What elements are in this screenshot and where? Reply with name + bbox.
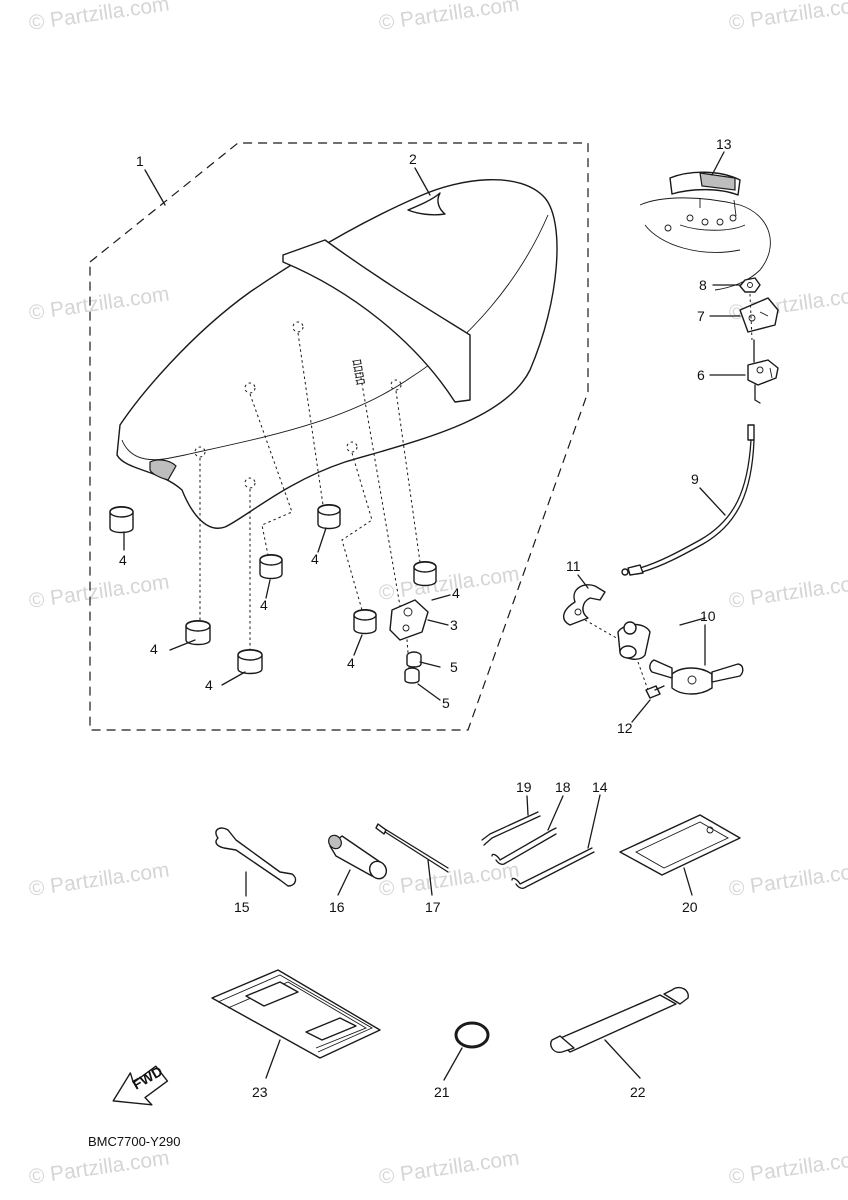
watermark: © Partzilla.com	[27, 1146, 170, 1188]
damper[interactable]	[259, 554, 283, 580]
callout-6: 6	[697, 367, 705, 383]
callout-14: 14	[592, 779, 608, 795]
callout-5: 5	[450, 659, 458, 675]
callout-8: 8	[699, 277, 707, 293]
callout-5: 5	[442, 695, 450, 711]
diagram-code: BMC7700-Y290	[88, 1134, 181, 1149]
callout-19: 19	[516, 779, 532, 795]
damper[interactable]	[413, 561, 437, 587]
leader-lines	[123, 151, 746, 1081]
tool-bag[interactable]	[619, 814, 741, 876]
seat-lock-cable[interactable]	[621, 424, 755, 576]
owners-manual[interactable]	[211, 969, 381, 1059]
damper[interactable]	[185, 620, 211, 646]
callout-4: 4	[150, 641, 158, 657]
callout-16: 16	[329, 899, 345, 915]
plate[interactable]	[739, 297, 779, 333]
hex-wrench[interactable]	[481, 811, 541, 846]
watermark: © Partzilla.com	[27, 282, 170, 324]
callout-11: 11	[566, 558, 581, 574]
callout-22: 22	[630, 1084, 646, 1100]
collar[interactable]	[404, 667, 420, 684]
seat-assembly-boundary	[89, 142, 589, 731]
hex-wrench[interactable]	[491, 827, 557, 865]
watermark: © Partzilla.com	[377, 0, 520, 35]
callouts: 1 2 3 4 4 4 4 4 4 4 5 5 6 7 8 9 10 11 12…	[119, 136, 732, 1100]
damper[interactable]	[109, 506, 134, 534]
screwdriver-handle[interactable]	[326, 833, 390, 882]
watermark: © Partzilla.com	[377, 858, 520, 900]
callout-15: 15	[234, 899, 250, 915]
callout-17: 17	[425, 899, 441, 915]
callout-12: 12	[617, 720, 633, 736]
svg-text:ﾛﾛﾛﾛ: ﾛﾛﾛﾛ	[349, 358, 368, 386]
damper[interactable]	[237, 649, 263, 675]
callout-4: 4	[347, 655, 355, 671]
callout-10: 10	[700, 608, 716, 624]
damper[interactable]	[317, 504, 341, 530]
seat-lock-catch[interactable]	[639, 171, 771, 291]
collar[interactable]	[406, 651, 422, 668]
callout-4: 4	[205, 677, 213, 693]
o-ring[interactable]	[454, 1021, 490, 1049]
callout-3: 3	[450, 617, 458, 633]
watermark: © Partzilla.com	[727, 570, 848, 612]
callout-1: 1	[136, 153, 144, 169]
watermark: © Partzilla.com	[377, 562, 520, 604]
callout-4: 4	[452, 585, 460, 601]
fwd-arrow: FWD	[112, 1063, 169, 1106]
callout-4: 4	[260, 597, 268, 613]
callout-9: 9	[691, 471, 699, 487]
seat-lock-stay[interactable]	[563, 584, 606, 626]
main-switch-key-set[interactable]	[617, 621, 744, 695]
watermark: © Partzilla.com	[27, 0, 170, 35]
watermark: © Partzilla.com	[727, 1146, 848, 1188]
screwdriver-bit[interactable]	[375, 823, 449, 873]
callout-18: 18	[555, 779, 571, 795]
callout-4: 4	[311, 551, 319, 567]
wrench[interactable]	[215, 827, 297, 887]
band[interactable]	[550, 986, 689, 1054]
seat[interactable]: ﾛﾛﾛﾛ	[116, 179, 558, 529]
nut[interactable]	[739, 277, 761, 293]
callout-7: 7	[697, 308, 705, 324]
seat-mount-holes	[194, 321, 402, 489]
callout-23: 23	[252, 1084, 268, 1100]
watermark: © Partzilla.com	[727, 0, 848, 35]
screw[interactable]	[645, 685, 665, 699]
damper[interactable]	[353, 609, 377, 635]
callout-21: 21	[434, 1084, 450, 1100]
watermark: © Partzilla.com	[27, 570, 170, 612]
watermark: © Partzilla.com	[377, 1146, 520, 1188]
watermark: © Partzilla.com	[27, 858, 170, 900]
seat-lock-hook[interactable]	[747, 339, 779, 404]
callout-4: 4	[119, 552, 127, 568]
hex-wrench[interactable]	[511, 847, 595, 889]
bracket[interactable]	[389, 599, 429, 641]
callout-20: 20	[682, 899, 698, 915]
watermark: © Partzilla.com	[727, 858, 848, 900]
callout-2: 2	[409, 151, 417, 167]
callout-13: 13	[716, 136, 732, 152]
